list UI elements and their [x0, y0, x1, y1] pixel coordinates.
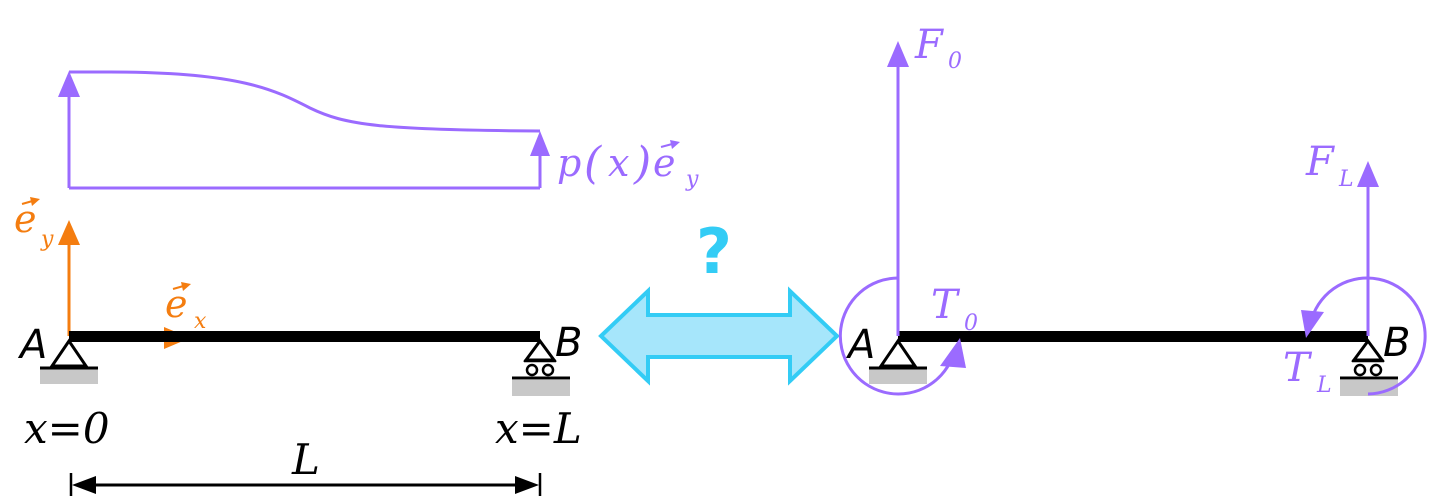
force-f0-sub: 0: [948, 49, 962, 74]
load-label-e: e: [653, 141, 676, 185]
length-dimension: [69, 473, 542, 496]
torque-t0-arrowhead-icon: [940, 338, 966, 368]
basis-x-e: e: [165, 282, 188, 326]
load-arrowhead-right-icon: [530, 131, 550, 156]
right-roller-wheel-icon: [1353, 363, 1367, 377]
right-roller-wheel-icon: [1369, 363, 1383, 377]
load-label-close: ): [633, 138, 651, 189]
roller-wheel-icon: [541, 363, 555, 377]
equivalence-double-arrow-icon: [598, 286, 840, 386]
right-ground-a: [869, 368, 927, 384]
load-label-open: (: [584, 138, 602, 189]
pin-support-a-triangle-icon: [49, 338, 89, 368]
basis-vector-hats-icon: [21, 197, 191, 291]
roller-wheel-icon: [525, 363, 539, 377]
basis-y-sub: y: [40, 227, 54, 252]
torque-t0-sub: 0: [964, 311, 978, 336]
torque-tl-arrowhead-icon: [1301, 310, 1324, 338]
load-label-p: p: [557, 141, 581, 185]
load-label-x: x: [608, 141, 629, 185]
torque-t0-name: T: [931, 282, 961, 328]
torque-tl-sub: L: [1316, 373, 1332, 398]
left-beam: [69, 331, 540, 342]
left-point-b-label: B: [555, 320, 582, 366]
length-label: L: [291, 435, 320, 484]
load-label-sub: y: [685, 167, 699, 192]
distributed-load: [58, 70, 550, 190]
load-curve: [69, 70, 541, 133]
torque-t0-arc: [838, 276, 966, 396]
roller-support-b: [512, 338, 570, 396]
force-fl-arrow: [1357, 161, 1379, 336]
force-f0-arrowhead-icon: [887, 41, 909, 67]
ground-b: [512, 380, 570, 396]
x-zero-label: x=0: [24, 404, 110, 453]
roller-support-b-triangle-icon: [523, 338, 557, 362]
right-point-b-label: B: [1383, 320, 1410, 366]
force-fl-name: F: [1305, 139, 1335, 185]
pin-support-a: [40, 338, 98, 384]
right-roller-support-b-triangle-icon: [1351, 338, 1385, 362]
force-fl-sub: L: [1338, 167, 1354, 192]
right-pin-support-a: [869, 338, 927, 384]
basis-y-e: e: [14, 197, 37, 241]
basis-x-sub: x: [194, 309, 207, 334]
equivalence-question-mark: ?: [696, 215, 732, 288]
ground-a: [40, 368, 98, 384]
right-beam: [898, 331, 1368, 342]
right-pin-support-a-triangle-icon: [878, 338, 918, 368]
torque-tl-arc: [1301, 276, 1427, 396]
force-f0-arrow: [887, 41, 909, 336]
dimension-arrowhead-right-icon: [515, 476, 539, 494]
load-label-vector-arrow-icon: [660, 140, 680, 149]
x-l-label: x=L: [495, 404, 582, 453]
dimension-arrowhead-left-icon: [72, 476, 96, 494]
force-fl-arrowhead-icon: [1357, 161, 1379, 187]
left-point-a-label: A: [17, 322, 47, 368]
right-point-a-label: A: [845, 322, 875, 368]
load-arrowhead-left-icon: [58, 71, 80, 97]
load-label: p ( x ) e y: [557, 138, 699, 192]
torque-tl-name: T: [1283, 345, 1313, 391]
basis-y-arrowhead-icon: [58, 220, 80, 245]
force-f0-name: F: [914, 22, 944, 68]
